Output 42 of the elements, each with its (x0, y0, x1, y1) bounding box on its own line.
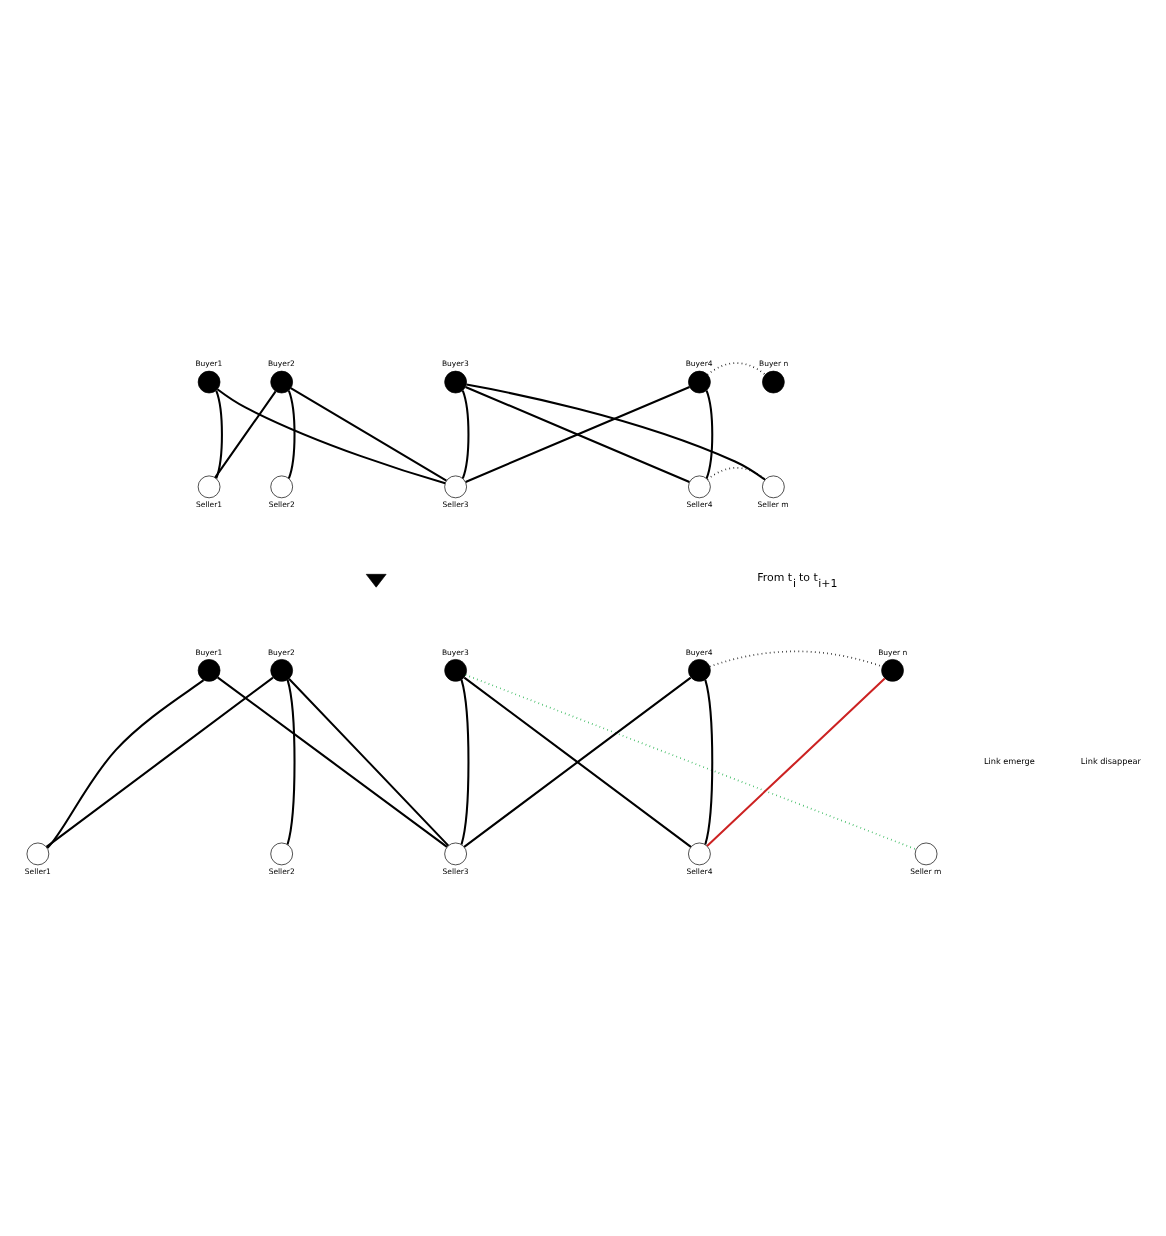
connector (288, 677, 450, 847)
node-circle (762, 370, 785, 394)
node-circle (688, 475, 711, 499)
connector (706, 467, 766, 481)
node-circle (688, 842, 711, 866)
connector (705, 390, 714, 479)
node-circle (444, 475, 467, 499)
connector (704, 679, 714, 845)
node-circle (270, 475, 293, 499)
node-circle (444, 842, 467, 866)
connector (466, 383, 766, 481)
node-circle (881, 659, 904, 682)
connector (46, 679, 205, 849)
node-circle (197, 475, 221, 499)
connector (461, 390, 470, 479)
connector (460, 679, 470, 845)
connector (463, 676, 692, 848)
connector (464, 674, 917, 851)
connector (465, 386, 690, 483)
connector (706, 677, 886, 847)
node-circle (270, 370, 293, 394)
node-circle (270, 659, 293, 682)
node-circle (688, 370, 711, 394)
connector (216, 676, 448, 848)
node-circle (197, 659, 221, 682)
connector (286, 679, 296, 845)
connector (706, 362, 766, 376)
node-circle (444, 659, 467, 682)
connector (287, 390, 296, 479)
node-circle (914, 842, 938, 866)
node-circle (762, 475, 785, 499)
connector (215, 390, 223, 479)
node-circle (197, 370, 221, 394)
connector (708, 650, 884, 668)
node-circle (444, 370, 467, 394)
connector (216, 388, 446, 485)
connector (290, 387, 447, 482)
connector (45, 676, 274, 848)
node-circle (270, 842, 293, 866)
node-circle (26, 842, 50, 866)
node-circle (688, 659, 711, 682)
connector (214, 390, 277, 479)
